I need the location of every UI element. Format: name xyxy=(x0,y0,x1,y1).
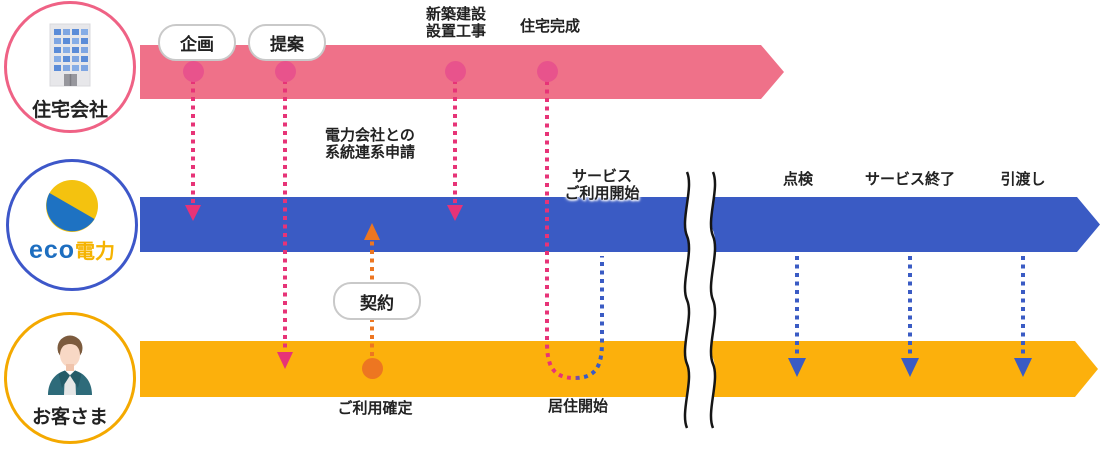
usage-confirmed-dot xyxy=(361,357,383,379)
planning-flow-arrow xyxy=(185,80,201,221)
housing-company-actor: 住宅会社 xyxy=(4,1,136,133)
handover-label: 引渡し xyxy=(1000,171,1046,188)
construction-flow-arrow xyxy=(447,80,463,221)
service-end-label: サービス終了 xyxy=(864,171,955,188)
planning-pill: 企画 xyxy=(158,24,236,61)
house-complete-dot xyxy=(536,60,558,82)
contract-pill: 契約 xyxy=(333,282,421,320)
proposal-flow-arrow xyxy=(277,80,293,369)
service-start-label: サービス ご利用開始 xyxy=(564,168,640,202)
contract-flow-arrow xyxy=(364,223,380,356)
handover-flow-arrow xyxy=(1014,256,1032,377)
eco-power-actor: eco電力 xyxy=(6,159,138,291)
housing-company-label: 住宅会社 xyxy=(31,100,108,121)
service-end-flow-arrow xyxy=(901,256,919,377)
planning-dot xyxy=(182,60,204,82)
eco-logo-icon xyxy=(46,180,98,237)
grid-application-label: 電力会社との 系統連系申請 xyxy=(325,127,416,161)
power-lane-band xyxy=(140,197,1100,252)
house-complete-service-curve xyxy=(545,81,604,381)
timeline-break-mark xyxy=(683,164,717,435)
house-complete-label: 住宅完成 xyxy=(519,18,580,35)
customer-lane-band xyxy=(140,341,1098,397)
customer-actor: お客さま xyxy=(4,312,136,444)
proposal-pill: 提案 xyxy=(248,24,326,61)
construction-label: 新築建設 設置工事 xyxy=(425,6,486,40)
inspection-label: 点検 xyxy=(782,171,813,188)
customer-label: お客さま xyxy=(31,407,108,428)
residence-start-label: 居住開始 xyxy=(547,398,608,415)
construction-dot xyxy=(444,60,466,82)
proposal-dot xyxy=(274,60,296,82)
building-icon xyxy=(44,22,96,93)
person-icon xyxy=(41,333,99,400)
usage-confirmed-label: ご利用確定 xyxy=(337,400,413,417)
eco-power-label: eco電力 xyxy=(28,236,116,264)
inspection-flow-arrow xyxy=(788,256,806,377)
